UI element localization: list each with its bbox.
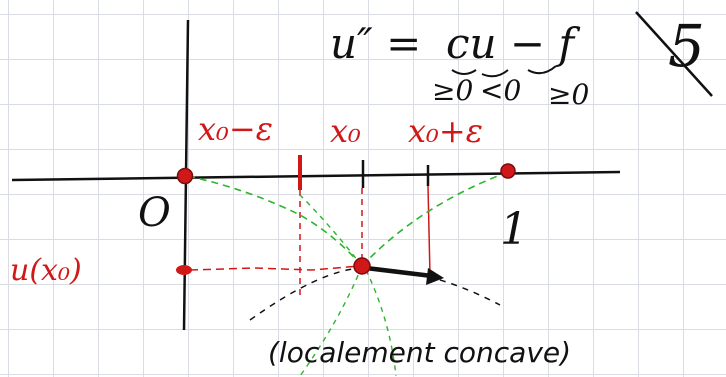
guide-x-plus-eps bbox=[427, 185, 431, 277]
sign-note-u: <0 bbox=[480, 74, 521, 107]
label-u-x0: u(x₀) bbox=[10, 253, 82, 288]
sign-note-f: ≥0 bbox=[548, 78, 589, 111]
equation-rhs: cu − f bbox=[446, 19, 580, 68]
page-number: 5 bbox=[668, 12, 705, 80]
brace-u bbox=[481, 69, 509, 78]
sign-note-c: ≥0 bbox=[432, 74, 473, 107]
curve-tail-right bbox=[365, 269, 397, 377]
point-u-x0 bbox=[353, 257, 371, 275]
concave-arc bbox=[249, 267, 501, 321]
point-origin bbox=[176, 167, 194, 185]
curve-left bbox=[187, 175, 363, 267]
point-on-u-axis bbox=[176, 265, 192, 275]
point-one bbox=[500, 163, 516, 179]
label-x-minus-eps: x₀−ε bbox=[198, 110, 273, 148]
label-x-plus-eps: x₀+ε bbox=[408, 112, 483, 150]
arrow-head bbox=[426, 268, 444, 285]
guide-u-x0 bbox=[189, 265, 361, 271]
concavity-note: (localement concave) bbox=[268, 336, 571, 369]
label-one: 1 bbox=[500, 204, 528, 255]
brace-c bbox=[451, 69, 477, 75]
label-x0: x₀ bbox=[330, 112, 361, 150]
brace-f bbox=[527, 65, 557, 75]
curve-right bbox=[361, 171, 509, 267]
equation-lhs: u″ = bbox=[330, 19, 421, 68]
label-origin: O bbox=[138, 190, 171, 236]
x-axis bbox=[11, 170, 621, 182]
arrow-shaft bbox=[365, 265, 433, 279]
curve-tail-down bbox=[299, 265, 363, 377]
corner-stroke bbox=[635, 11, 713, 97]
curve-chord-left bbox=[299, 194, 363, 267]
